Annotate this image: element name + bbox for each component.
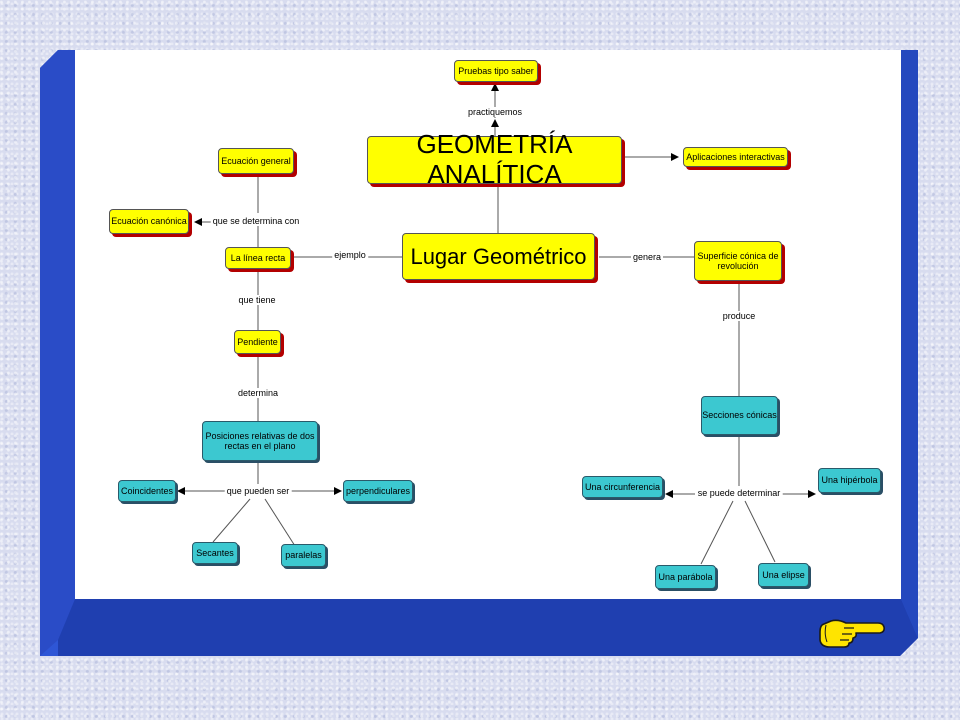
node-lugar-geometrico[interactable]: Lugar Geométrico [402,233,595,280]
node-perpendiculares[interactable]: perpendiculares [343,480,413,502]
node-una-elipse[interactable]: Una elipse [758,563,809,587]
connector-lines [177,83,816,565]
node-ecuacion-general[interactable]: Ecuación general [218,148,294,174]
node-pruebas-tipo-saber[interactable]: Pruebas tipo saber [454,60,538,82]
node-una-parabola[interactable]: Una parábola [655,565,716,589]
pointing-hand-icon[interactable] [818,616,886,650]
node-coincidentes[interactable]: Coincidentes [118,480,176,502]
link-label-genera: genera [630,252,664,262]
node-una-circunferencia[interactable]: Una circunferencia [582,476,663,498]
node-geometria-analitica[interactable]: GEOMETRÍA ANALÍTICA [367,129,622,189]
link-label-ejemplo: ejemplo [332,250,368,260]
concept-map-canvas: practiquemos que se determina con ejempl… [75,50,901,599]
link-label-se-puede-determinar: se puede determinar [695,488,783,498]
link-label-que-pueden-ser: que pueden ser [224,486,292,496]
link-label-que-tiene: que tiene [236,295,278,305]
node-superficie-conica[interactable]: Superficie cónica de revolución [694,241,782,281]
node-aplicaciones-interactivas[interactable]: Aplicaciones interactivas [683,147,788,167]
node-la-linea-recta[interactable]: La línea recta [225,247,291,269]
node-pendiente[interactable]: Pendiente [234,330,281,354]
link-label-practiquemos: practiquemos [465,107,525,117]
node-secantes[interactable]: Secantes [192,542,238,564]
node-una-hiperbola[interactable]: Una hipérbola [818,468,881,493]
link-label-se-determina-con: que se determina con [210,216,302,226]
node-secciones-conicas[interactable]: Secciones cónicas [701,396,778,435]
node-paralelas[interactable]: paralelas [281,544,326,567]
link-label-produce: produce [720,311,758,321]
node-posiciones-relativas[interactable]: Posiciones relativas de dos rectas en el… [202,421,318,461]
node-ecuacion-canonica[interactable]: Ecuación canónica [109,209,189,234]
link-label-determina: determina [235,388,281,398]
